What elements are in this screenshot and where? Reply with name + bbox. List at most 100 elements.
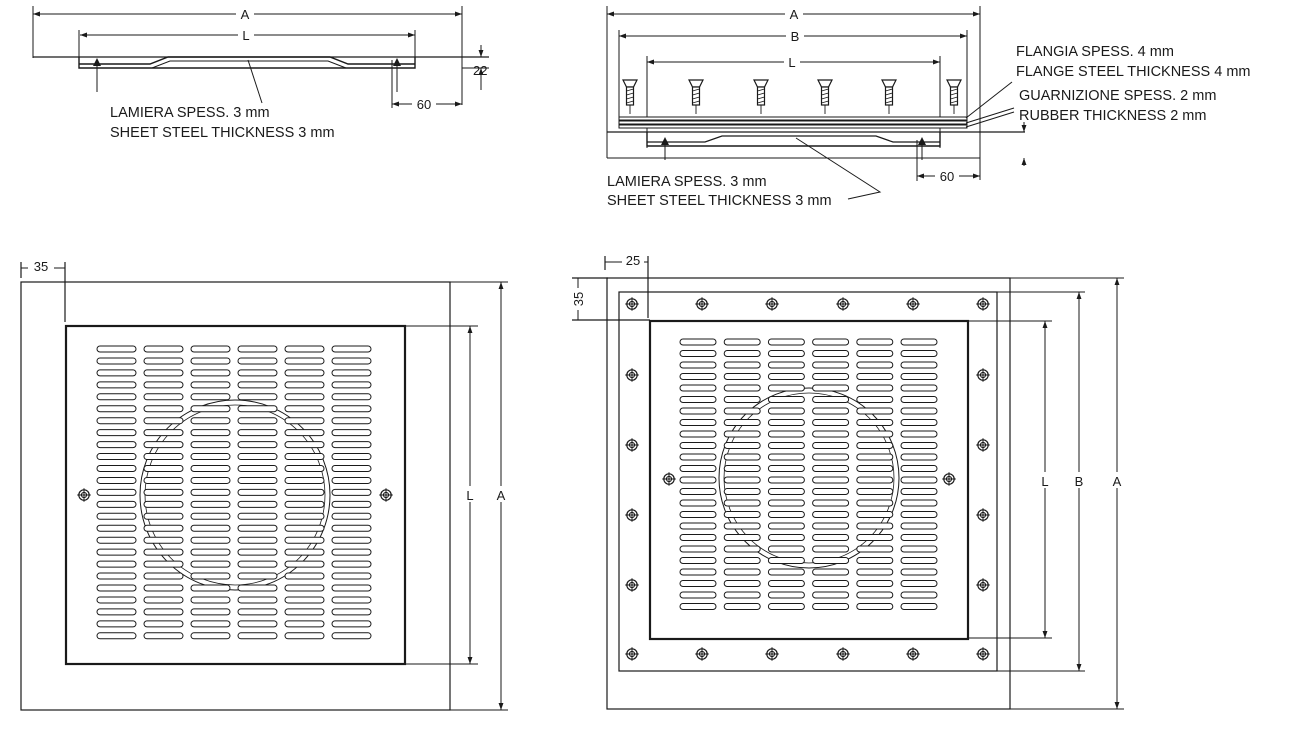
grate-slot <box>284 381 325 389</box>
grate-slot <box>331 476 372 484</box>
grate-slot <box>96 620 137 628</box>
grate-slot <box>331 548 372 556</box>
grate-slot <box>679 407 717 415</box>
grate-slot <box>143 524 184 532</box>
grate-slot <box>723 534 761 541</box>
grate-slot <box>96 417 137 425</box>
grate-slot <box>284 560 325 568</box>
grate-slot <box>679 476 717 484</box>
grate-slot <box>900 499 938 507</box>
grate-slot <box>767 488 805 495</box>
grate-slot <box>812 361 850 369</box>
grate-slot <box>96 548 137 556</box>
dim-60-label: 60 <box>417 97 431 112</box>
grate-slot <box>331 596 372 604</box>
grate-slot <box>284 369 325 377</box>
grate-slot <box>723 568 761 576</box>
grate-slot <box>767 430 805 438</box>
grate-slot <box>767 499 805 507</box>
grate-slot <box>812 545 850 553</box>
grate-slot <box>812 465 850 472</box>
grate-slot <box>237 572 278 580</box>
grate-slot <box>237 512 278 520</box>
bolt-icon <box>835 646 851 662</box>
grate-slot <box>96 381 137 389</box>
grate-slot <box>812 442 850 449</box>
grate-slot <box>723 522 761 530</box>
grate-slot <box>900 361 938 369</box>
grate-slot <box>723 511 761 518</box>
grate-slot <box>190 453 231 461</box>
grate-slot <box>679 384 717 392</box>
grate-slot <box>284 548 325 556</box>
grate-slot <box>331 357 372 365</box>
grate-slot <box>284 476 325 484</box>
grate-slot <box>856 557 894 564</box>
grate-slot <box>900 603 938 610</box>
grate-slot <box>143 512 184 520</box>
grate-slot <box>237 632 278 640</box>
grate-slot <box>96 429 137 437</box>
grate-slot <box>900 373 938 380</box>
grate-slot <box>679 396 717 403</box>
grate-slot <box>812 580 850 587</box>
dim-60-label: 60 <box>940 169 954 184</box>
grate-slot <box>679 499 717 507</box>
bolt-icon <box>624 507 640 523</box>
grate-slot <box>284 345 325 353</box>
grate-slot <box>331 441 372 449</box>
grate-slot <box>723 603 761 610</box>
grate-slot <box>679 580 717 587</box>
grate-slot <box>331 560 372 568</box>
grate-slot <box>812 453 850 461</box>
grate-slot <box>237 560 278 568</box>
grate-slot <box>856 350 894 357</box>
grate-slot <box>767 476 805 484</box>
bolt-icon <box>694 646 710 662</box>
grate-slot <box>812 396 850 403</box>
grate-slot <box>812 350 850 357</box>
grate-slot <box>679 488 717 495</box>
grate-slot <box>237 476 278 484</box>
grate-slot <box>767 545 805 553</box>
grate-slot <box>900 350 938 357</box>
grate-slot <box>143 596 184 604</box>
grate-slot <box>284 500 325 508</box>
grate-slot <box>143 345 184 353</box>
grate-slot <box>812 373 850 380</box>
plan-flanged-view: 25 35 L B A <box>570 252 1124 710</box>
grate-slot <box>143 357 184 365</box>
grate-slot <box>767 407 805 415</box>
grate-slot <box>723 419 761 426</box>
grate-slot <box>900 476 938 484</box>
grate-slot <box>96 441 137 449</box>
grate-slot <box>331 524 372 532</box>
grate-slot <box>143 572 184 580</box>
grate-slot <box>679 465 717 472</box>
grate-slot <box>143 417 184 425</box>
grate-slot <box>767 373 805 380</box>
grate-slot <box>900 522 938 530</box>
grate-slot <box>143 453 184 461</box>
grate-slot <box>812 407 850 415</box>
grate-slot <box>190 548 231 556</box>
gasket-note-en: RUBBER THICKNESS 2 mm <box>1019 108 1206 124</box>
grate-slot <box>812 430 850 438</box>
grate-slot <box>284 405 325 413</box>
grate-slot <box>331 500 372 508</box>
grate-slot <box>767 557 805 564</box>
grate-slot <box>679 534 717 541</box>
grate-slot <box>96 369 137 377</box>
sheet-note-en: SHEET STEEL THICKNESS 3 mm <box>607 193 832 209</box>
grate-slot <box>190 417 231 425</box>
grate-slot <box>190 500 231 508</box>
grate-slot <box>331 417 372 425</box>
grate-slot <box>331 369 372 377</box>
grate-slot <box>767 419 805 426</box>
grate-slot <box>812 568 850 576</box>
grate-slot <box>856 545 894 553</box>
section-flanged-view: A B L 60 <box>606 5 1250 209</box>
bolt-icon <box>835 296 851 312</box>
grate-slot <box>96 608 137 616</box>
grate-slot <box>143 429 184 437</box>
